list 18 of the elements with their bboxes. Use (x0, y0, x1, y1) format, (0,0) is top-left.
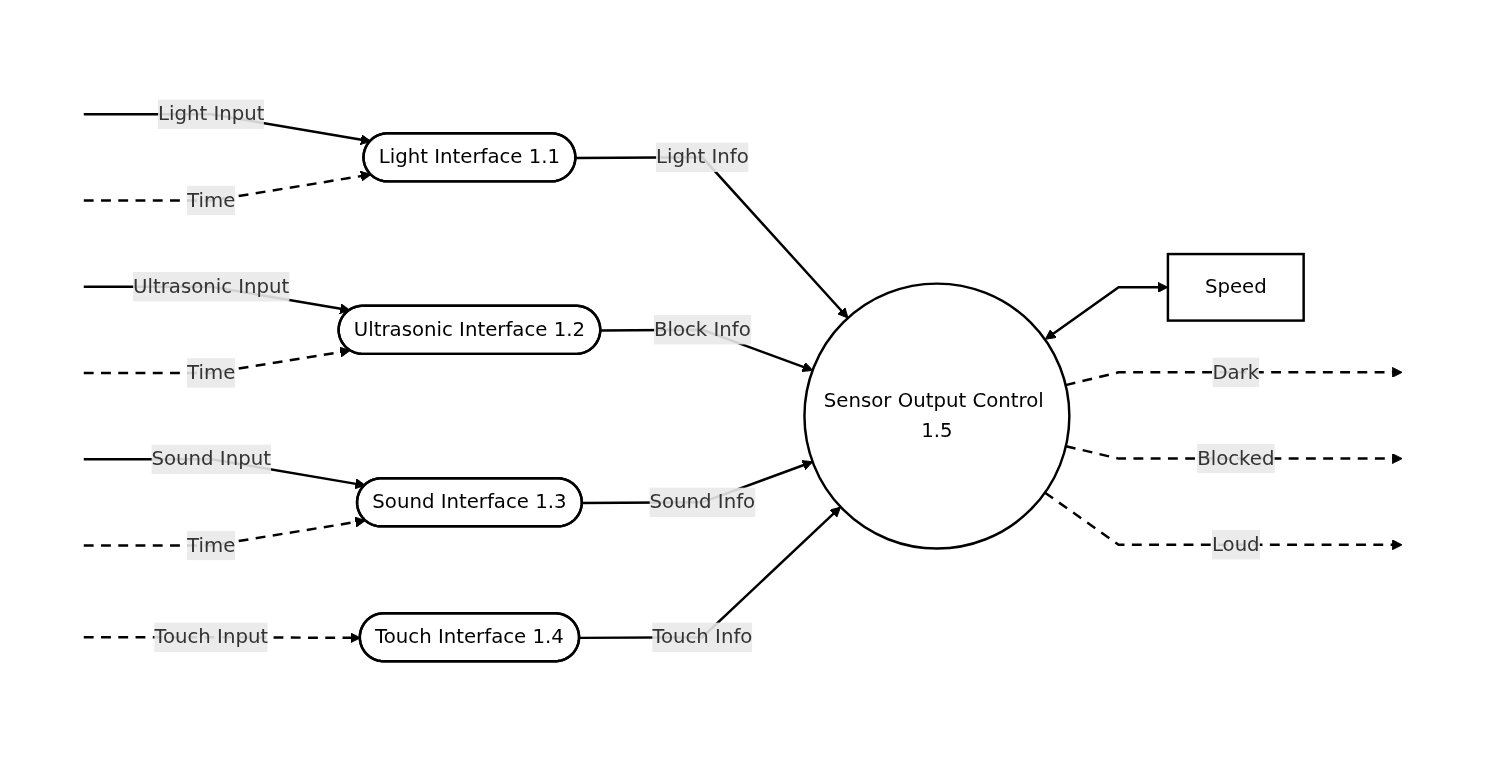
edge-label: Time (187, 188, 236, 212)
edge-label: Light Info (655, 145, 749, 169)
edge-label: Dark (1212, 360, 1260, 384)
edge-label: Sound Info (649, 490, 756, 514)
node-circle: Sensor Output Control 1.5 (803, 282, 1071, 550)
edge-label: Blocked (1197, 446, 1275, 470)
edge-label: Time (187, 360, 236, 385)
edge-label: Sound Input (151, 446, 271, 471)
edge-label: Ultrasonic Input (133, 274, 290, 298)
node-box: Speed (1166, 252, 1305, 322)
arrow (1065, 366, 1403, 387)
edge-label: Block Info (653, 317, 751, 341)
edge-label: Loud (1211, 532, 1260, 556)
edge-label: Light Input (157, 101, 265, 126)
arrow (1044, 491, 1403, 551)
edge-label: Touch Info (652, 624, 753, 649)
edge-label: Time (187, 533, 236, 557)
edge-label: Touch Input (154, 624, 269, 649)
